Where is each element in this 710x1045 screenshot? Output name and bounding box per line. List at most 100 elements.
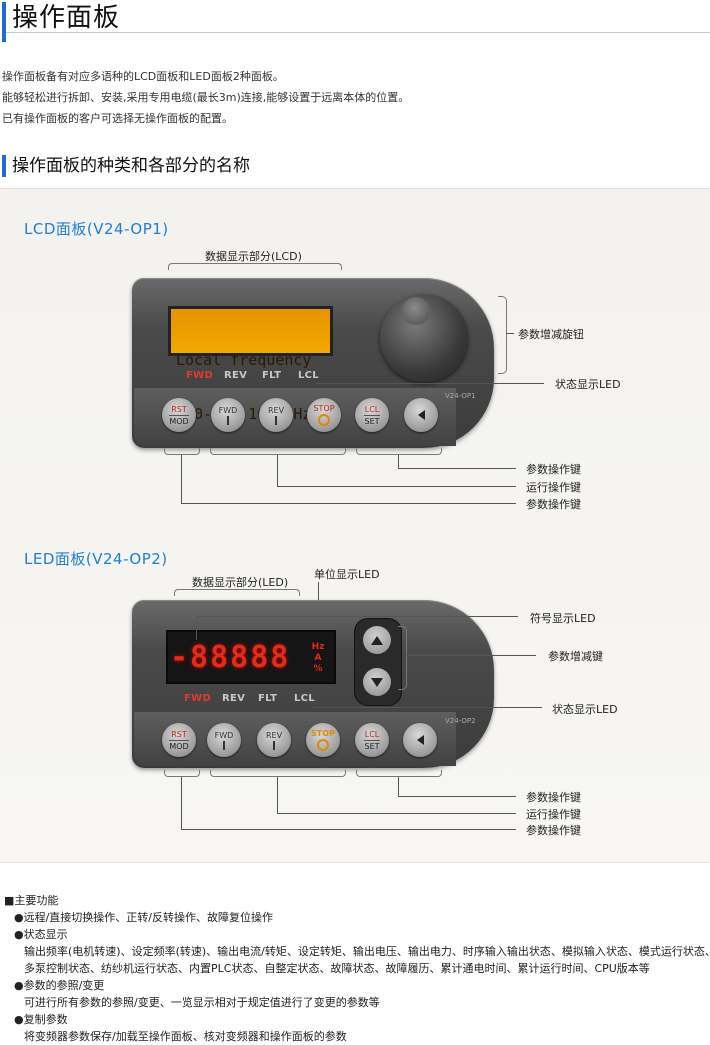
stop-label: STOP	[313, 404, 335, 413]
led-status-rev: REV	[222, 693, 246, 704]
feature-item-4-line-1: 将变频器参数保存/加载至操作面板、核对变频器和操作面板的参数	[24, 1030, 347, 1043]
led-mod-label: MOD	[169, 739, 189, 751]
led-param-keys-bracket-1	[164, 770, 200, 777]
lcd-line-1: Local frequency	[176, 351, 312, 369]
lead-b-v	[277, 455, 278, 486]
led-lead-c-h	[181, 829, 516, 830]
fwd-bar-icon	[227, 415, 229, 425]
led-status-leader	[312, 707, 542, 708]
unit-led-callout: 单位显示LED	[314, 568, 380, 581]
rev-label: REV	[267, 405, 285, 415]
up-button[interactable]	[363, 626, 391, 654]
unit-percent: %	[313, 664, 323, 674]
rev-button[interactable]: REV	[259, 398, 293, 432]
led-display-label: 数据显示部分(LED)	[192, 576, 289, 589]
led-rev-label: REV	[265, 730, 283, 740]
intro-line-3: 已有操作面板的客户可选择无操作面板的配置。	[2, 112, 233, 125]
led-rst-label: RST	[171, 729, 187, 739]
lcl-set-button[interactable]: LCL SET	[355, 398, 389, 432]
led-param-keys-callout-2: 参数操作键	[526, 824, 581, 837]
feature-item-2-line-2: 多泵控制状态、纺纱机运行状态、内置PLC状态、自整定状态、故障状态、故障履历、累…	[24, 962, 650, 975]
lcd-status-fwd: FWD	[186, 370, 214, 381]
lcd-param-keys-callout-1: 参数操作键	[526, 463, 581, 476]
up-arrow-icon	[371, 635, 383, 645]
lcd-status-callout: 状态显示LED	[555, 378, 621, 391]
led-fwd-label: FWD	[214, 730, 234, 740]
mod-label: MOD	[169, 414, 189, 426]
features-list: ■主要功能 ●远程/直接切换操作、正转/反转操作、故障复位操作 ●状态显示 输出…	[4, 892, 710, 1045]
led-units: Hz A %	[310, 642, 326, 675]
lcd-panel-title: LCD面板(V24-OP1)	[24, 220, 169, 238]
led-run-keys-callout: 运行操作键	[526, 808, 581, 821]
led-run-keys-bracket	[210, 770, 346, 777]
led-fwd-button[interactable]: FWD	[207, 723, 241, 757]
back-button[interactable]	[404, 398, 438, 432]
led-model-tag: V24-OP2	[445, 717, 476, 725]
led-lead-a-v	[398, 777, 399, 796]
lead-a-h	[398, 468, 516, 469]
led-stop-button[interactable]: STOP	[306, 723, 340, 757]
section-title: 操作面板的种类和各部分的名称	[12, 156, 250, 176]
stop-ring-icon	[318, 414, 330, 426]
feature-item-4: ●复制参数	[14, 1013, 68, 1026]
feature-item-1: ●远程/直接切换操作、正转/反转操作、故障复位操作	[14, 911, 274, 924]
led-status-flt: FLT	[258, 693, 278, 704]
led-lcl-label: LCL	[364, 729, 380, 739]
section-accent-bar	[2, 155, 6, 177]
sign-leader-v	[196, 616, 197, 640]
unit-hz: Hz	[311, 642, 325, 652]
feature-item-3-line-1: 可进行所有参数的参照/变更、一览显示相对于规定值进行了变更的参数等	[24, 996, 380, 1009]
led-status-callout: 状态显示LED	[552, 703, 618, 716]
stop-button[interactable]: STOP	[307, 398, 341, 432]
sign-leader-h	[196, 616, 518, 617]
knob-bracket	[498, 296, 507, 374]
led-panel-title: LED面板(V24-OP2)	[24, 550, 168, 568]
led-rev-bar-icon	[273, 740, 275, 750]
updown-bracket	[398, 626, 407, 690]
title-accent-bar	[2, 2, 6, 42]
lcd-screen: Local frequency A00-0: 10.00Hz	[168, 306, 333, 423]
lcd-status-lcl: LCL	[298, 370, 319, 381]
led-status-fwd: FWD	[184, 693, 212, 704]
lcd-status-rev: REV	[224, 370, 248, 381]
run-keys-bracket	[210, 448, 346, 455]
led-fwd-bar-icon	[223, 740, 225, 750]
led-rev-button[interactable]: REV	[257, 723, 291, 757]
updown-leader	[406, 655, 536, 656]
lcd-param-keys-callout-2: 参数操作键	[526, 498, 581, 511]
led-status-lcl: LCL	[294, 693, 315, 704]
features-heading: ■主要功能	[4, 894, 59, 907]
led-param-keys-bracket-2	[356, 770, 442, 777]
led-lead-b-h	[277, 813, 516, 814]
knob-cap	[402, 297, 430, 325]
led-left-arrow-icon	[416, 735, 424, 745]
led-display-bracket	[174, 589, 300, 596]
led-lcl-set-button[interactable]: LCL SET	[355, 723, 389, 757]
knob-leader	[506, 333, 514, 334]
intro-text: 操作面板备有对应多语种的LCD面板和LED面板2种面板。 能够轻松进行拆卸、安装…	[2, 66, 702, 129]
down-button[interactable]	[363, 668, 391, 696]
led-stop-label: STOP	[311, 729, 335, 738]
lead-a-v	[398, 455, 399, 468]
title-divider	[6, 32, 710, 33]
intro-line-2: 能够轻松进行拆卸、安装,采用专用电缆(最长3m)连接,能够设置于远离本体的位置。	[2, 91, 410, 104]
fwd-button[interactable]: FWD	[211, 398, 245, 432]
lcd-model-tag: V24-OP1	[445, 392, 476, 400]
led-lead-c-v	[181, 777, 182, 829]
lcd-display-label: 数据显示部分(LCD)	[205, 250, 302, 263]
lcl-label: LCL	[364, 404, 380, 414]
led-seven-segment: -88888	[170, 640, 291, 675]
status-leader	[316, 383, 544, 384]
rst-mod-button[interactable]: RST MOD	[162, 398, 196, 432]
lead-c-v	[181, 455, 182, 503]
led-rst-mod-button[interactable]: RST MOD	[162, 723, 196, 757]
fwd-label: FWD	[218, 405, 238, 415]
sign-led-callout: 符号显示LED	[530, 612, 596, 625]
led-back-button[interactable]	[403, 723, 437, 757]
feature-item-3: ●参数的参照/变更	[14, 979, 105, 992]
knob-callout: 参数增减旋钮	[518, 328, 584, 341]
down-arrow-icon	[371, 677, 383, 687]
lcd-run-keys-callout: 运行操作键	[526, 481, 581, 494]
rst-label: RST	[171, 404, 187, 414]
rev-bar-icon	[275, 415, 277, 425]
